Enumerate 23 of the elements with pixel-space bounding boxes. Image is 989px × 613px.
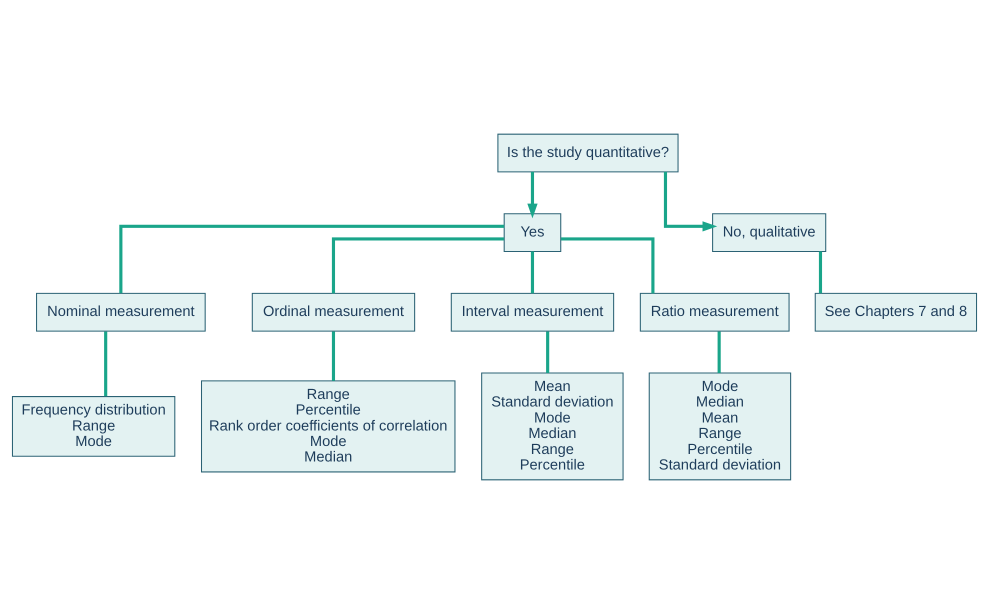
node-box: Ratio measurement: [640, 292, 790, 332]
node-box: Yes: [504, 212, 562, 252]
node-box: See Chapters 7 and 8: [814, 292, 978, 332]
node-box: Mean Standard deviation Mode Median Range Percentile: [481, 372, 624, 480]
connector: [119, 224, 504, 293]
connector: [718, 331, 721, 372]
node-box: No, qualitative: [712, 212, 826, 252]
arrow: [664, 171, 718, 231]
connector: [818, 251, 822, 293]
connector: [332, 236, 504, 293]
node-box: Is the study quantitative?: [497, 133, 679, 172]
connector: [561, 236, 654, 293]
node-box: Range Percentile Rank order coefficients of correlation Mode Median: [200, 380, 456, 472]
node-box: Interval measurement: [450, 292, 614, 332]
connector: [530, 251, 534, 293]
connector: [104, 331, 108, 396]
node-box: Ordinal measurement: [252, 292, 416, 332]
node-box: Frequency distribution Range Mode: [12, 396, 176, 456]
node-box: Mode Median Mean Range Percentile Standard deviation: [648, 372, 792, 480]
connector: [332, 331, 336, 380]
connector: [546, 331, 550, 372]
node-box: Nominal measurement: [36, 292, 206, 332]
arrow: [527, 171, 538, 218]
